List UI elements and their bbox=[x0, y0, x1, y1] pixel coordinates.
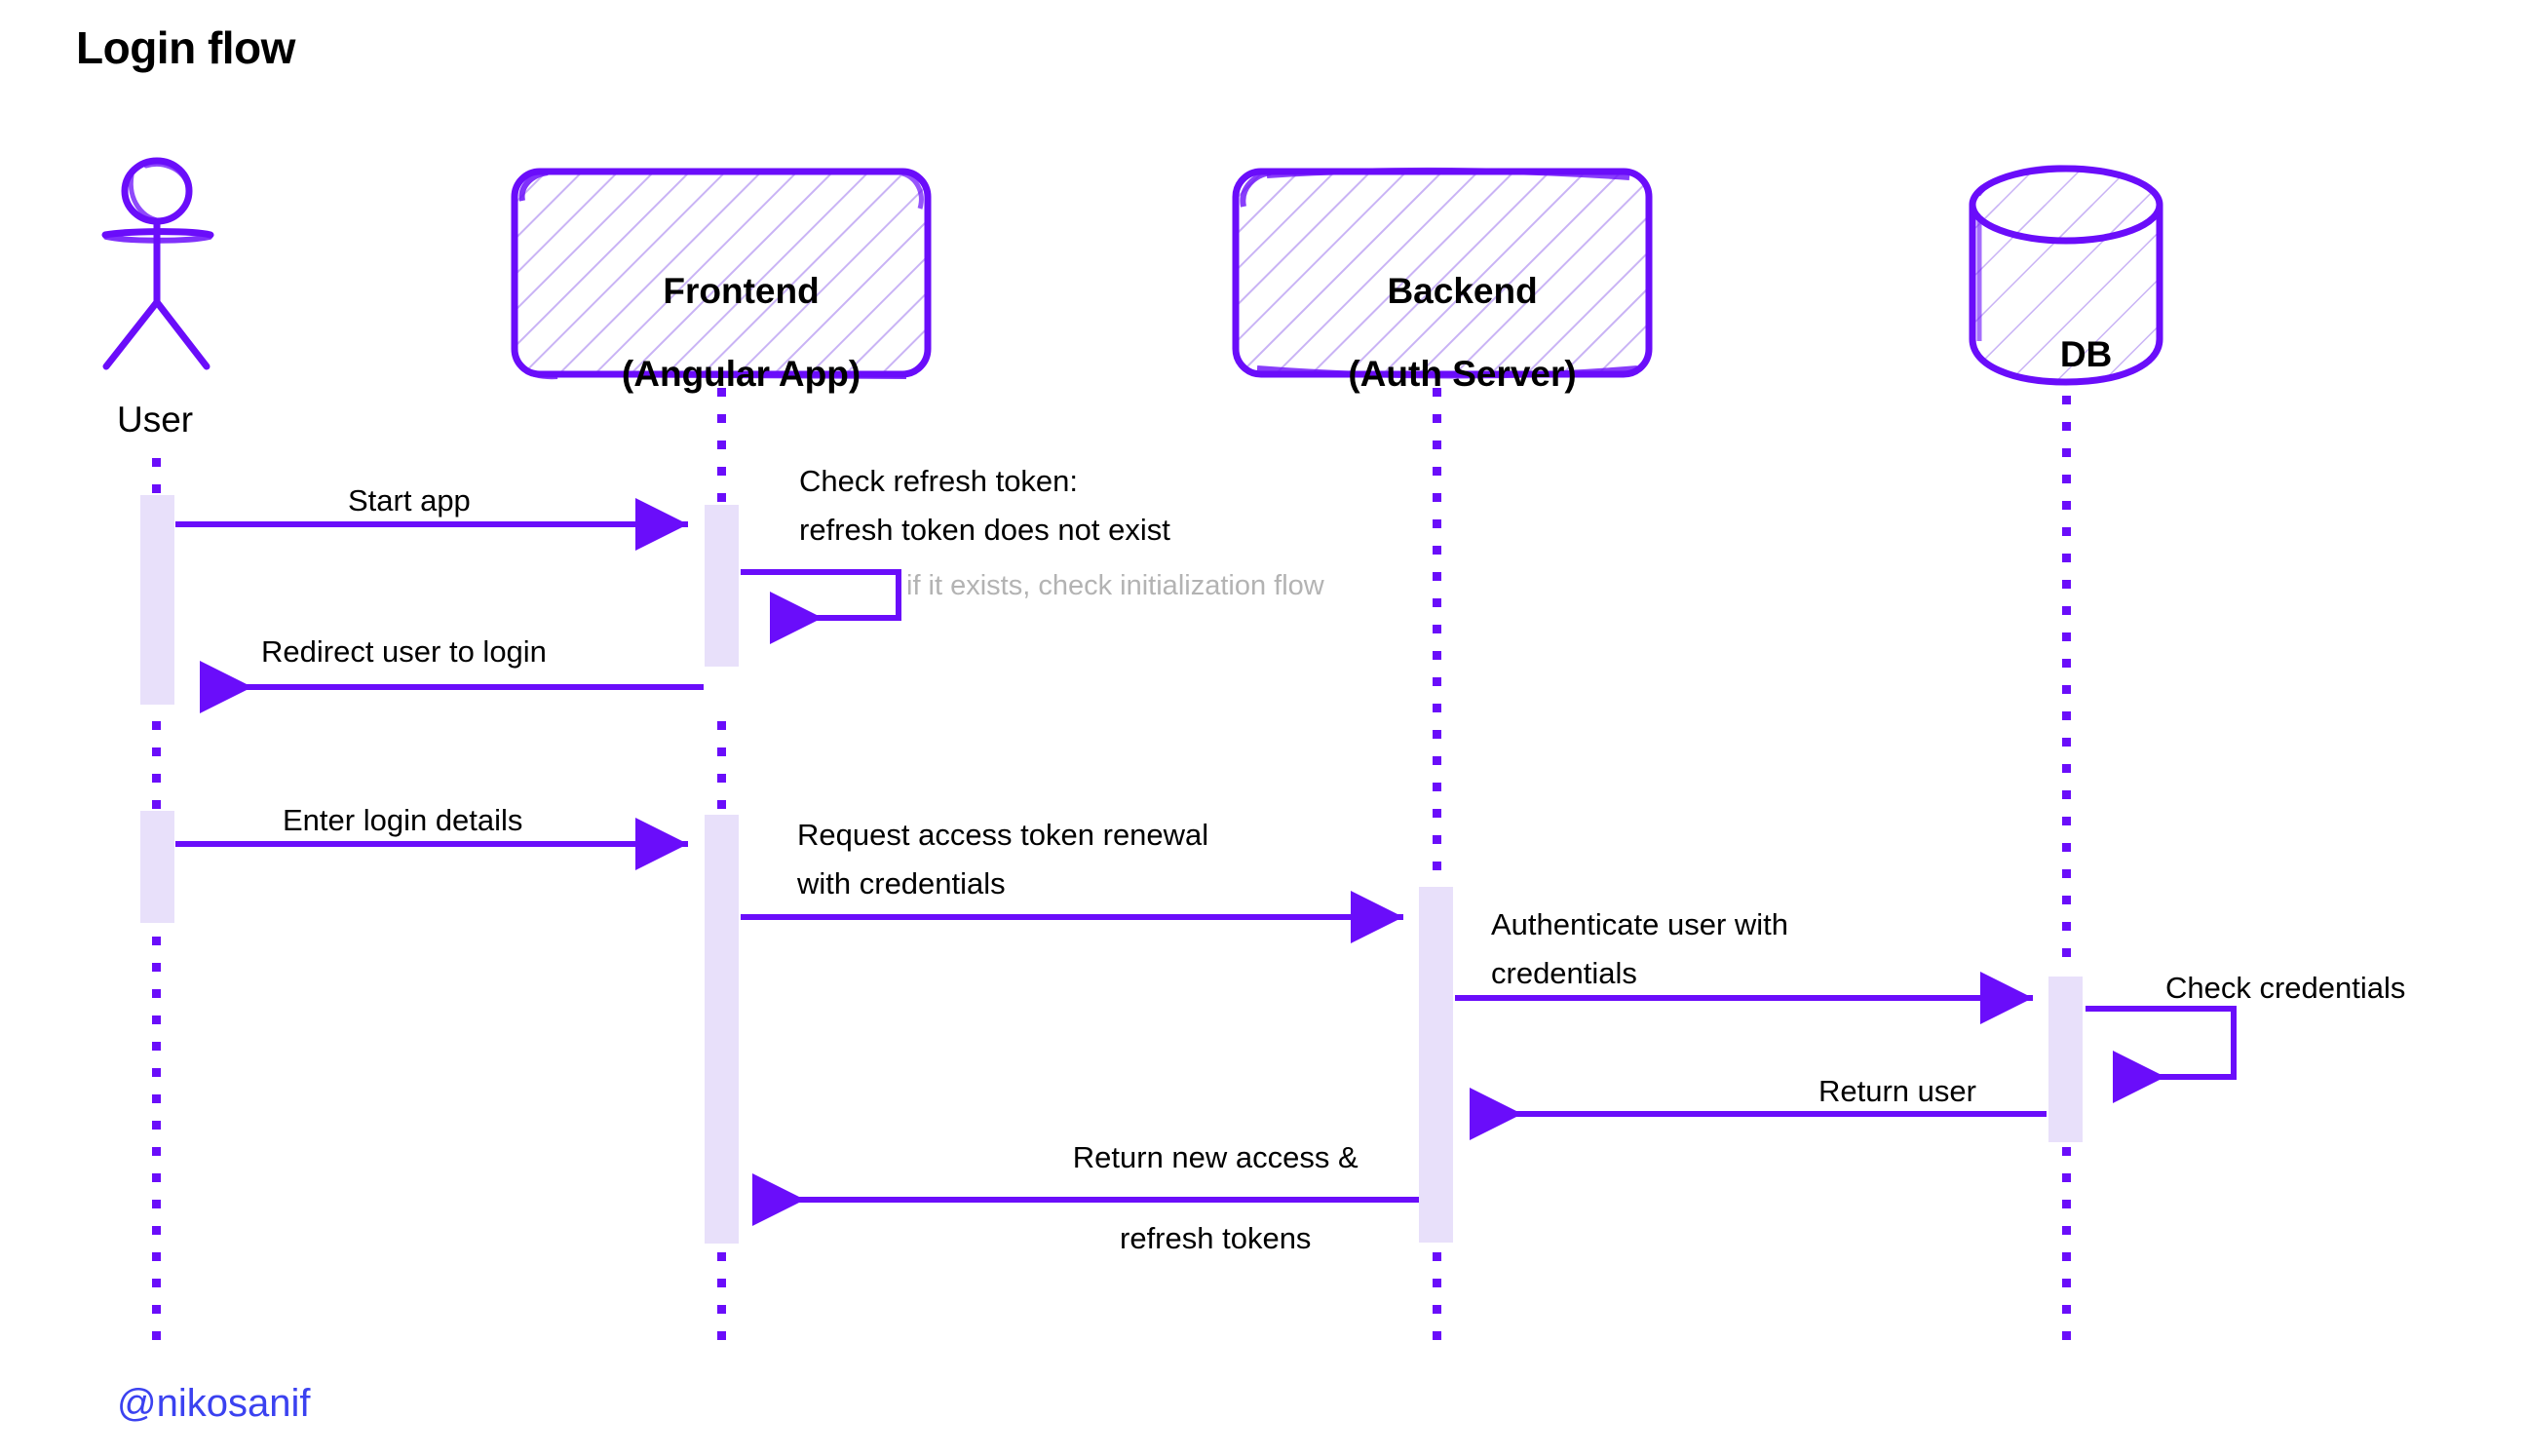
message-label-return-tokens-line1: Return new access & bbox=[1072, 1140, 1359, 1175]
message-arrows bbox=[175, 498, 2237, 1226]
lifeline-db bbox=[2062, 396, 2071, 1340]
participant-label-backend-line1: Backend bbox=[1387, 270, 1538, 311]
message-label-return-user: Return user bbox=[1818, 1074, 1976, 1108]
lifeline-backend bbox=[1433, 388, 1441, 1340]
participant-box-backend bbox=[1232, 167, 1653, 379]
lifeline-user bbox=[152, 458, 161, 1340]
message-label-check-refresh-token-line2: refresh token does not exist bbox=[799, 513, 1170, 547]
activation-frontend-2 bbox=[705, 815, 739, 1244]
lifeline-frontend bbox=[717, 388, 726, 1340]
participant-label-frontend-line2: (Angular App) bbox=[621, 353, 861, 394]
message-label-return-tokens: Return new access & refresh tokens bbox=[994, 1097, 1403, 1298]
arrow-check-refresh-token-self bbox=[741, 569, 901, 644]
activation-bars bbox=[140, 495, 2083, 1244]
message-label-authenticate-user: Authenticate user with bbox=[1491, 907, 1789, 941]
activation-user-2 bbox=[140, 811, 174, 923]
participant-label-frontend-line1: Frontend bbox=[663, 270, 820, 311]
actor-user-figure bbox=[101, 157, 214, 370]
message-label-start-app: Start app bbox=[348, 483, 471, 517]
message-label-request-access-token-renewal-line2: with credentials bbox=[797, 866, 1006, 900]
participant-label-db: DB bbox=[1842, 292, 2290, 417]
activation-db-1 bbox=[2048, 977, 2083, 1142]
message-label-return-tokens-line2: refresh tokens bbox=[1120, 1220, 1312, 1255]
participant-label-backend: Backend (Auth Server) bbox=[1218, 229, 1666, 437]
message-label-enter-login-details: Enter login details bbox=[283, 803, 523, 837]
message-label-redirect-user-to-login: Redirect user to login bbox=[261, 634, 547, 669]
activation-user-1 bbox=[140, 495, 174, 705]
author-handle[interactable]: @nikosanif bbox=[117, 1382, 311, 1425]
activation-frontend-1 bbox=[705, 505, 739, 667]
participant-label-frontend: Frontend (Angular App) bbox=[497, 229, 945, 437]
message-label-check-refresh-token: Check refresh token: bbox=[799, 464, 1079, 498]
message-label-check-credentials: Check credentials bbox=[2165, 971, 2406, 1005]
participant-label-db-line1: DB bbox=[2059, 333, 2113, 374]
activation-backend-1 bbox=[1419, 887, 1453, 1243]
arrow-check-credentials-self bbox=[2086, 1006, 2237, 1103]
participant-box-frontend bbox=[511, 168, 932, 380]
message-label-authenticate-user-line2: credentials bbox=[1491, 956, 1637, 990]
message-label-request-access-token-renewal: Request access token renewal bbox=[797, 818, 1209, 852]
participant-label-backend-line2: (Auth Server) bbox=[1348, 353, 1577, 394]
participant-label-user: User bbox=[117, 400, 194, 440]
page-title: Login flow bbox=[76, 22, 295, 73]
note-label-if-exists: if it exists, check initialization flow bbox=[906, 570, 1324, 601]
participant-cylinder-db bbox=[1969, 165, 2163, 386]
